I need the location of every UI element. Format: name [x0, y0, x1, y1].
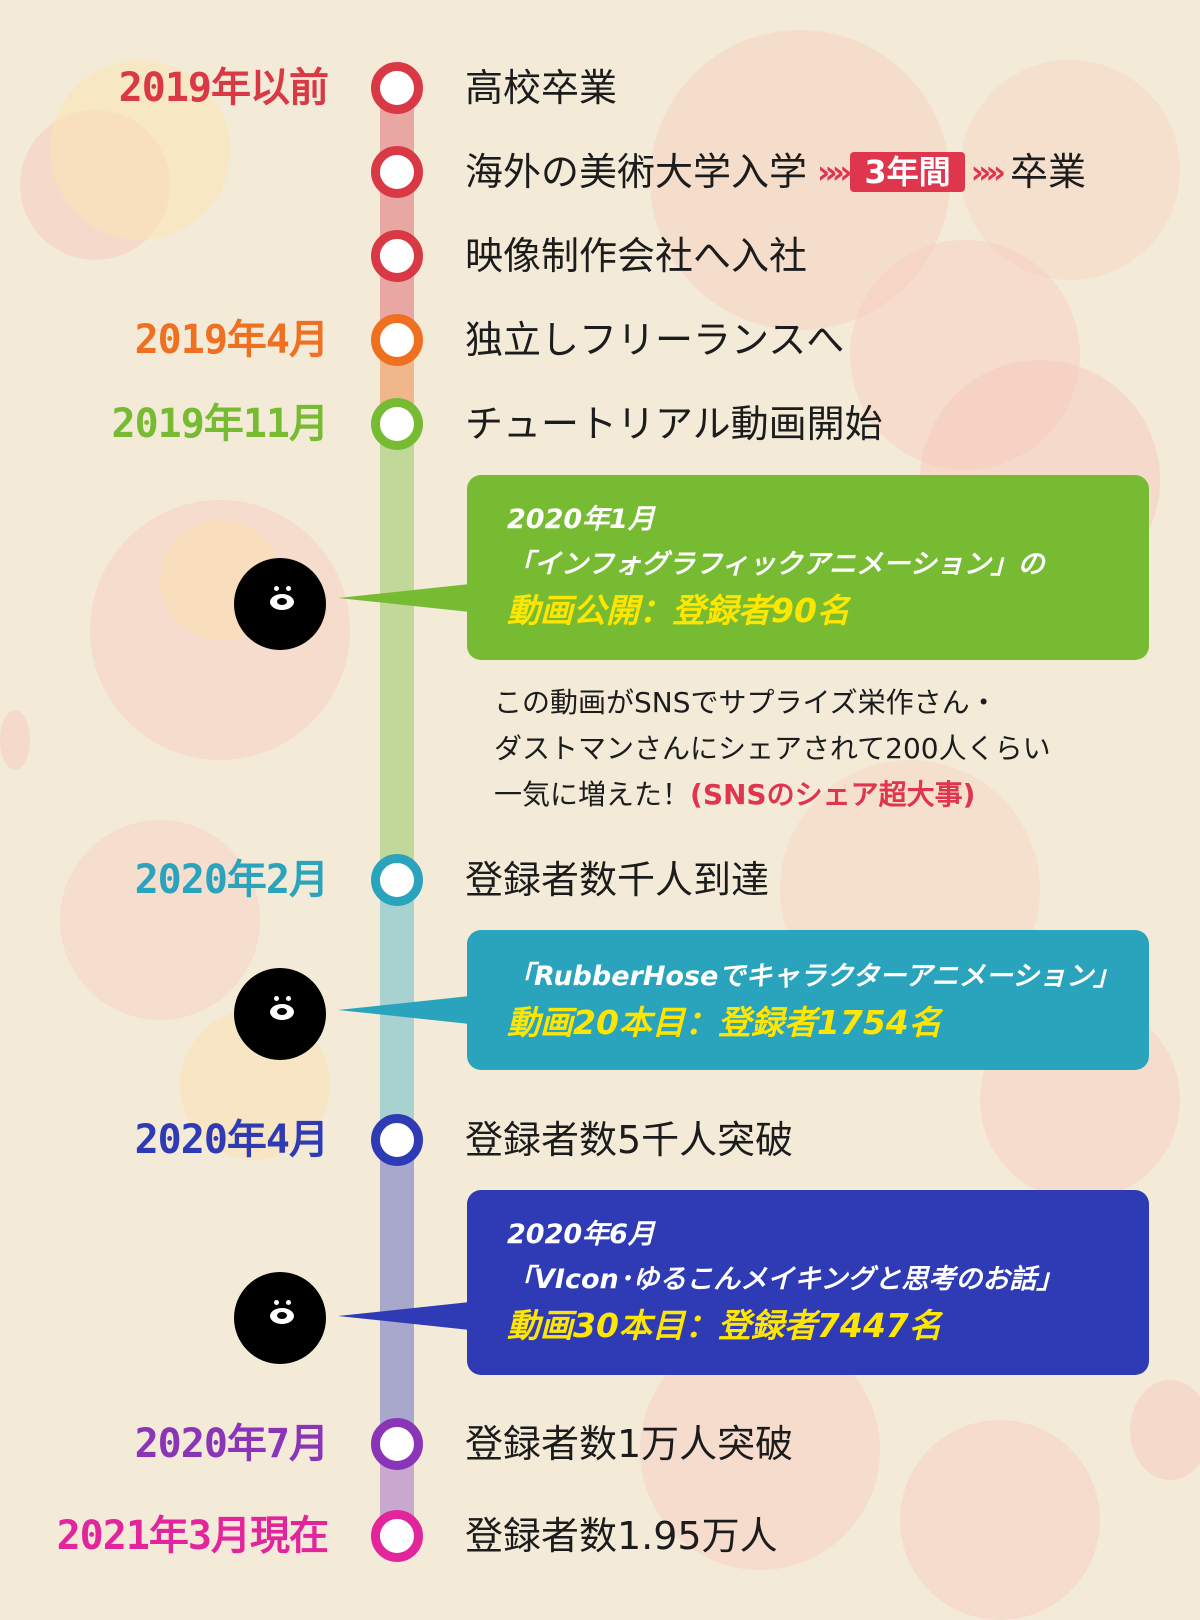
event-label: 独立しフリーランスへ	[465, 318, 845, 362]
date-label: 2019年以前	[118, 65, 329, 111]
date-label: 2019年4月	[134, 317, 329, 363]
timeline-node	[371, 230, 423, 282]
timeline-node	[371, 314, 423, 366]
callout-date: 2020年6月	[507, 1219, 655, 1250]
callout-highlight: 動画30本目：登録者7447名	[507, 1306, 942, 1345]
event-label: 映像制作会社へ入社	[465, 234, 808, 278]
callout-title: 「RubberHoseでキャラクターアニメーション」	[507, 961, 1121, 992]
timeline-node	[371, 398, 423, 450]
timeline-segment-navy	[380, 1140, 414, 1440]
character-face-icon	[234, 968, 326, 1060]
event-label: チュートリアル動画開始	[465, 402, 883, 446]
callout-title: 「VIcon･ゆるこんメイキングと思考のお話」	[507, 1264, 1064, 1295]
duration-badge-group: »»3年間»»	[817, 144, 1006, 198]
chevron-right-icon: »	[831, 152, 853, 191]
bokeh-circle	[900, 1420, 1100, 1620]
timeline-node	[371, 62, 423, 114]
timeline-segment-green	[380, 425, 414, 880]
date-label: 2020年4月	[134, 1117, 329, 1163]
note-text: この動画がSNSでサプライズ栄作さん・ ダストマンさんにシェアされて200人くら…	[494, 680, 1154, 818]
note-line: 一気に増えた！	[494, 778, 691, 811]
timeline-node	[371, 146, 423, 198]
callout-pointer	[338, 1302, 470, 1330]
duration-badge: 3年間	[850, 151, 965, 192]
timeline-node	[371, 1418, 423, 1470]
event-row-university: 海外の美術大学入学»»3年間»»卒業	[465, 146, 1086, 202]
callout-pointer	[338, 584, 470, 612]
date-label: 2019年11月	[111, 401, 330, 447]
character-face-icon	[234, 1272, 326, 1364]
timeline-segment-red	[380, 90, 414, 340]
chevron-right-icon: »	[970, 152, 992, 191]
event-label: 高校卒業	[465, 66, 618, 110]
event-label: 登録者数5千人突破	[465, 1118, 794, 1162]
note-line: この動画がSNSでサプライズ栄作さん・	[494, 686, 998, 719]
note-line: ダストマンさんにシェアされて200人くらい	[494, 732, 1051, 765]
chevron-right-icon: »	[985, 152, 1006, 191]
callout-card: 「RubberHoseでキャラクターアニメーション」 動画20本目：登録者175…	[467, 930, 1149, 1070]
timeline-node	[371, 854, 423, 906]
callout-title: 「インフォグラフィックアニメーション」の	[507, 549, 1045, 580]
event-label: 登録者数1.95万人	[465, 1514, 778, 1558]
bokeh-circle	[1130, 1380, 1200, 1480]
chevron-right-icon: »	[817, 152, 838, 191]
bokeh-circle	[0, 710, 30, 770]
callout-card: 2020年1月 「インフォグラフィックアニメーション」の 動画公開：登録者90名	[467, 475, 1149, 660]
callout-highlight: 動画20本目：登録者1754名	[507, 1003, 942, 1042]
timeline-node	[371, 1510, 423, 1562]
event-label: 登録者数1万人突破	[465, 1422, 794, 1466]
callout-pointer	[338, 996, 470, 1024]
event-label-after: 卒業	[1009, 150, 1086, 194]
callout-highlight: 動画公開：登録者90名	[507, 591, 850, 630]
event-label: 登録者数千人到達	[465, 858, 770, 902]
date-label: 2020年2月	[134, 857, 329, 903]
callout-card: 2020年6月 「VIcon･ゆるこんメイキングと思考のお話」 動画30本目：登…	[467, 1190, 1149, 1375]
event-label: 海外の美術大学入学	[465, 150, 808, 194]
callout-date: 2020年1月	[507, 504, 655, 535]
bokeh-circle	[60, 820, 260, 1020]
note-line-3: 一気に増えた！(SNSのシェア超大事)	[494, 772, 1154, 818]
date-label: 2020年7月	[134, 1421, 329, 1467]
character-face-icon	[234, 558, 326, 650]
bokeh-circle	[20, 110, 170, 260]
note-emphasis: (SNSのシェア超大事)	[690, 778, 976, 811]
bokeh-circle	[850, 240, 1080, 470]
timeline-node	[371, 1114, 423, 1166]
date-label: 2021年3月現在	[56, 1513, 329, 1559]
